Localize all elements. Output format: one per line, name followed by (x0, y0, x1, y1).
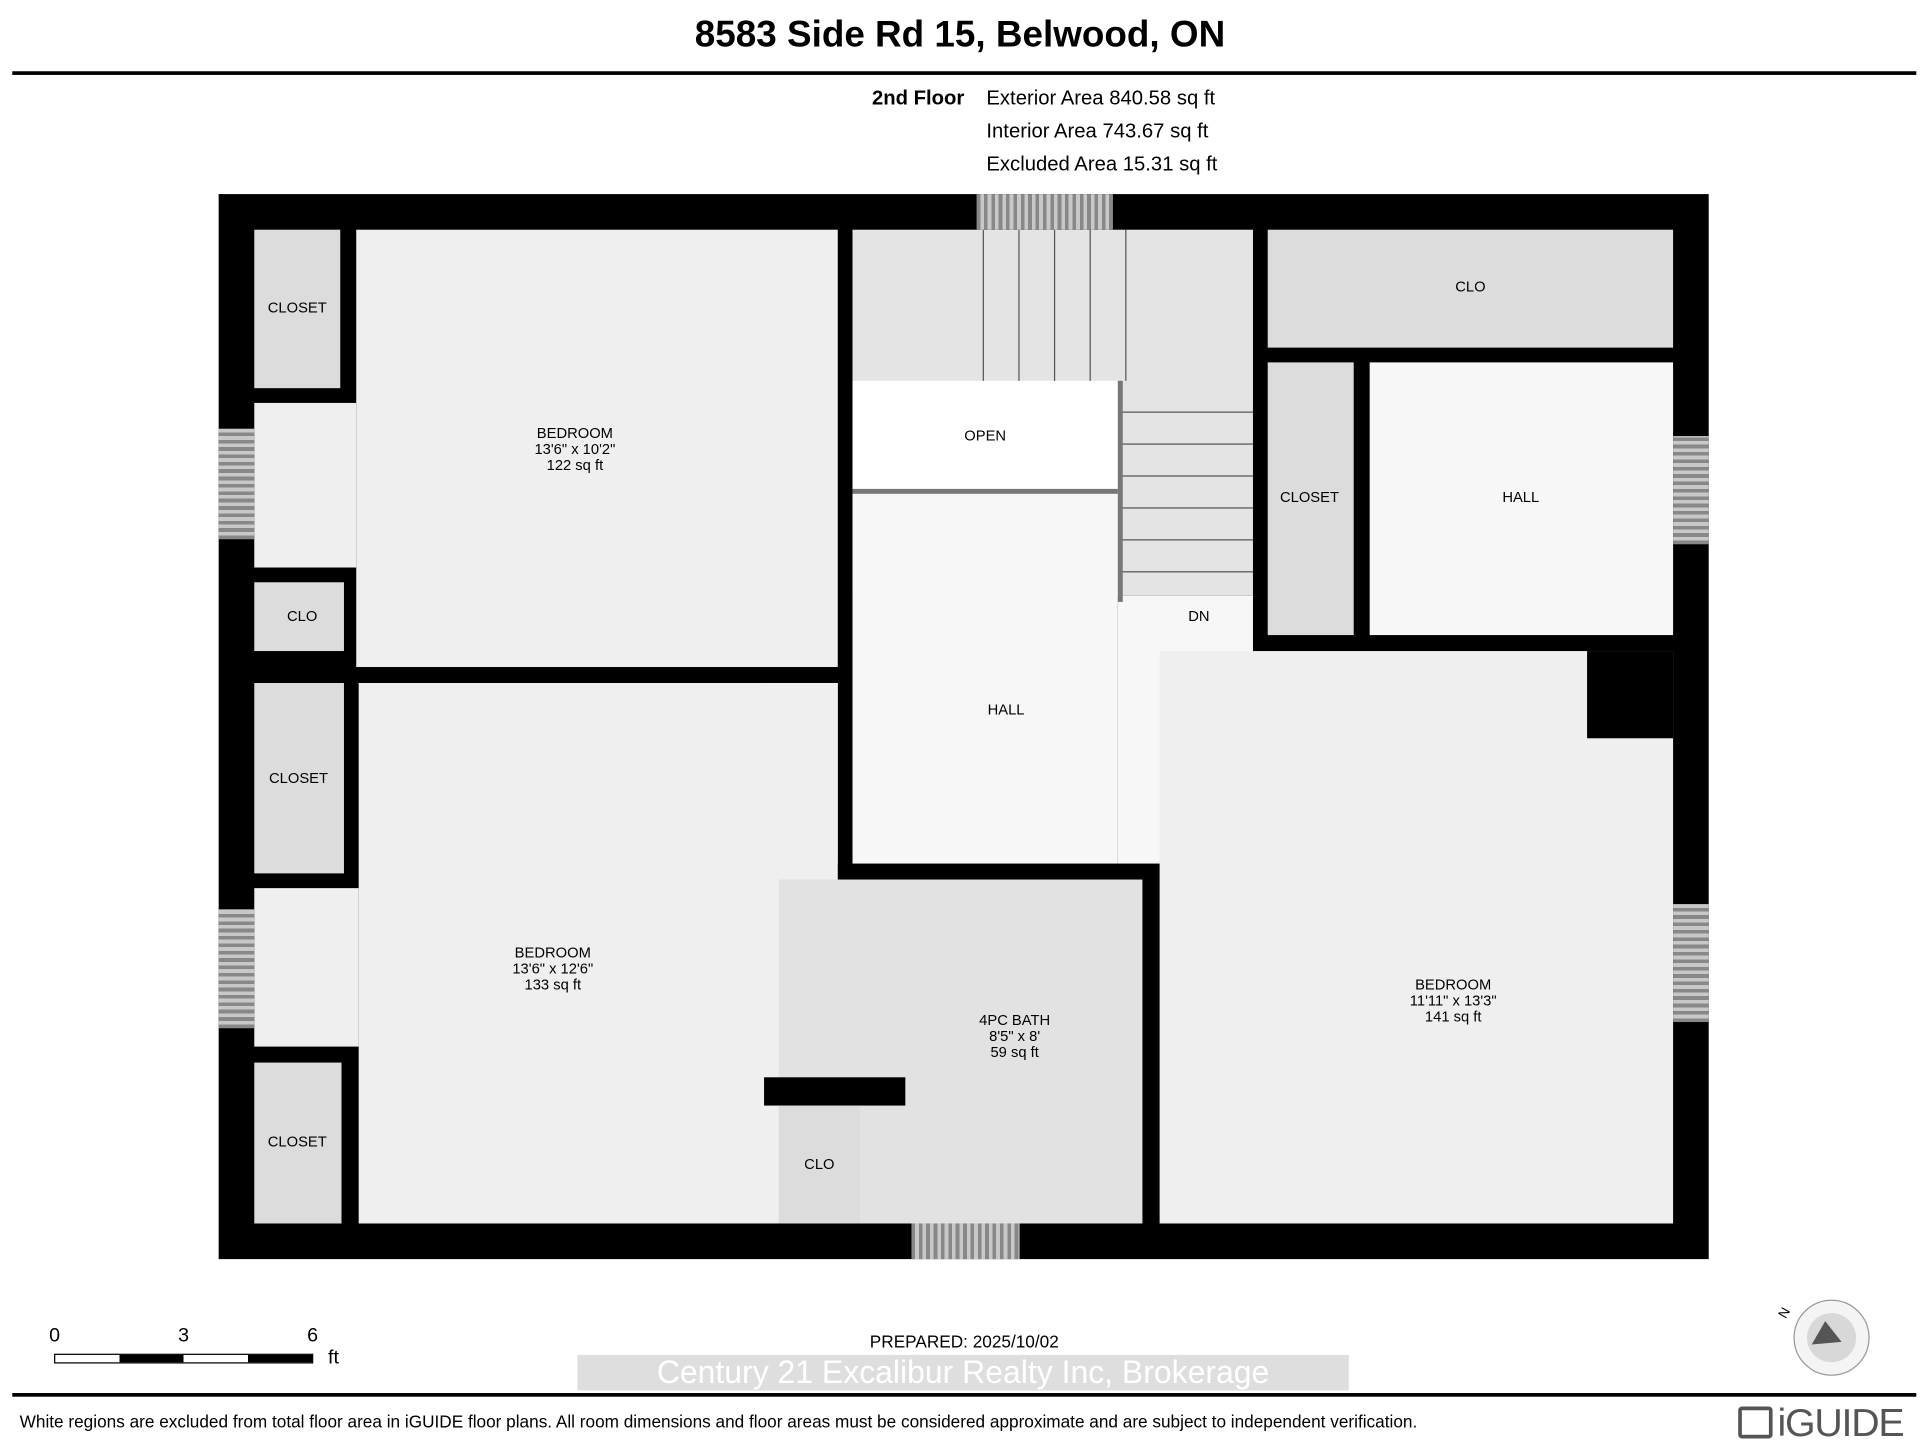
closet-floor (254, 229, 341, 389)
room-open: OPEN (964, 426, 1007, 445)
stair-tread (1121, 443, 1253, 445)
camera-icon (1738, 1406, 1773, 1439)
chimney (1587, 651, 1674, 739)
exterior-area: Exterior Area 840.58 sq ft (986, 87, 1216, 110)
floor-label: 2nd Floor (871, 87, 965, 110)
window (976, 194, 1113, 230)
compass-north-label: N (1776, 1305, 1794, 1322)
bedroom-2-floor (254, 888, 359, 1047)
excluded-area: Excluded Area 15.31 sq ft (986, 153, 1218, 176)
closet-floor (778, 1105, 860, 1224)
room-closet: CLO (287, 607, 318, 625)
stair-rail (852, 488, 1118, 494)
closet-floor (1267, 362, 1354, 636)
closet-floor (254, 582, 344, 652)
closet-floor (1267, 229, 1674, 348)
closet-floor (254, 682, 344, 874)
hall-floor (852, 491, 1118, 864)
window (1673, 436, 1709, 545)
prepared-date: PREPARED: 2025/10/02 (869, 1331, 1059, 1352)
scale-tick-label: 0 (49, 1325, 61, 1347)
page-title: 8583 Side Rd 15, Belwood, ON (694, 14, 1226, 56)
room-hall: HALL (1502, 488, 1540, 506)
scale-unit: ft (327, 1347, 339, 1369)
compass-icon (1793, 1299, 1870, 1376)
scale-tick-label: 3 (178, 1325, 190, 1347)
open-to-below (852, 380, 1118, 489)
room-hall: HALL (987, 700, 1025, 718)
hall-floor (1369, 362, 1674, 636)
stair-tread (1089, 229, 1091, 381)
interior-area: Interior Area 743.67 sq ft (986, 120, 1209, 143)
footer-divider (12, 1393, 1917, 1397)
watermark: Century 21 Excalibur Realty Inc, Brokera… (577, 1354, 1349, 1391)
stairs-down-label: DN (1188, 607, 1210, 625)
scale-bar (54, 1353, 314, 1364)
stair-tread (1018, 229, 1020, 381)
stair-tread (1125, 229, 1127, 381)
stair-tread (1121, 571, 1253, 573)
bedroom-1-floor (254, 402, 357, 568)
stair-rail (1117, 380, 1123, 602)
room-closet: CLOSET (269, 769, 328, 787)
window (218, 428, 255, 540)
stair-tread (1121, 507, 1253, 509)
stair-tread (982, 229, 984, 381)
room-closet: CLOSET (1279, 488, 1339, 506)
room-closet: CLOSET (267, 1133, 327, 1151)
wall (837, 667, 853, 683)
window (911, 1223, 1020, 1260)
room-closet: CLOSET (267, 299, 327, 317)
scale-tick-label: 6 (307, 1325, 319, 1347)
iguide-logo: iGUIDE (1738, 1400, 1905, 1445)
stair-tread (1053, 229, 1056, 381)
bedroom-2-floor (764, 682, 838, 864)
stair-tread (1121, 539, 1253, 541)
room-closet: CLO (1455, 278, 1486, 296)
disclaimer: White regions are excluded from total fl… (19, 1411, 1418, 1432)
bedroom-1-floor (356, 229, 838, 668)
bedroom-2-floor (358, 682, 838, 1224)
bedroom-3-floor (1159, 651, 1674, 1224)
window (218, 909, 255, 1029)
stair-tread (1121, 475, 1253, 477)
window (1673, 904, 1709, 1023)
room-closet: CLO (804, 1155, 835, 1173)
stair-tread (1121, 411, 1253, 413)
closet-floor (254, 1062, 342, 1224)
wall (764, 1077, 906, 1106)
header-divider (12, 71, 1917, 75)
